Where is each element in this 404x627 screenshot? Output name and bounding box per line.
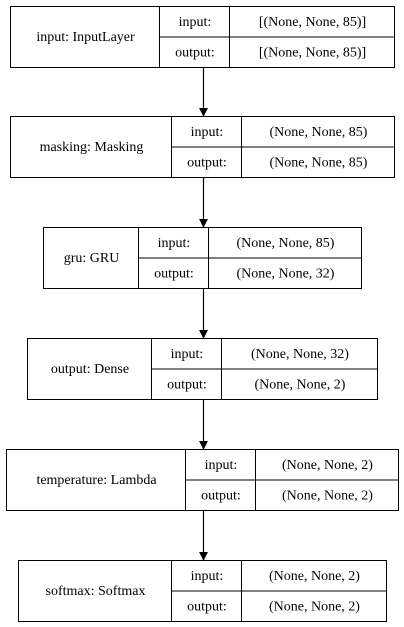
layer-node: input: InputLayer input: [(None, None, 85)… [10, 6, 395, 68]
layer-label: softmax: Softmax [46, 584, 146, 599]
input-shape-value: (None, None, 85) [237, 236, 335, 251]
input-key-label: input: [191, 125, 224, 140]
input-key-label: input: [191, 569, 224, 584]
output-shape-value: (None, None, 32) [237, 266, 335, 281]
output-key-label: output: [175, 45, 215, 60]
output-key-label: output: [201, 488, 241, 503]
input-shape-value: (None, None, 32) [251, 347, 349, 362]
nodes-layer: input: InputLayer input: [(None, None, 85)… [6, 6, 399, 622]
layer-label: output: Dense [51, 362, 129, 377]
output-key-label: output: [154, 266, 194, 281]
layer-node: temperature: Lambda input: (None, None, 2)… [6, 449, 399, 511]
output-shape-value: [(None, None, 85)] [259, 45, 366, 60]
input-key-label: input: [158, 236, 191, 251]
input-shape-value: (None, None, 2) [269, 569, 360, 584]
layer-label: temperature: Lambda [36, 473, 157, 488]
input-key-label: input: [205, 458, 238, 473]
output-key-label: output: [187, 155, 227, 170]
layer-label: input: InputLayer [36, 30, 135, 45]
input-key-label: input: [179, 15, 212, 30]
output-shape-value: (None, None, 2) [269, 599, 360, 614]
output-key-label: output: [187, 599, 227, 614]
layer-label: gru: GRU [64, 251, 120, 266]
layer-node: output: Dense input: (None, None, 32) outpu… [27, 338, 378, 400]
layer-node: masking: Masking input: (None, None, 85) ou… [10, 116, 395, 178]
input-shape-value: (None, None, 2) [282, 458, 373, 473]
layer-label: masking: Masking [40, 140, 144, 155]
output-shape-value: (None, None, 85) [270, 155, 368, 170]
input-shape-value: (None, None, 85) [270, 125, 368, 140]
input-key-label: input: [171, 347, 204, 362]
layer-node: softmax: Softmax input: (None, None, 2) out… [18, 560, 387, 622]
layer-node: gru: GRU input: (None, None, 85) output: (No… [43, 227, 362, 289]
output-shape-value: (None, None, 2) [282, 488, 373, 503]
output-key-label: output: [167, 377, 207, 392]
input-shape-value: [(None, None, 85)] [259, 15, 366, 30]
output-shape-value: (None, None, 2) [255, 377, 346, 392]
